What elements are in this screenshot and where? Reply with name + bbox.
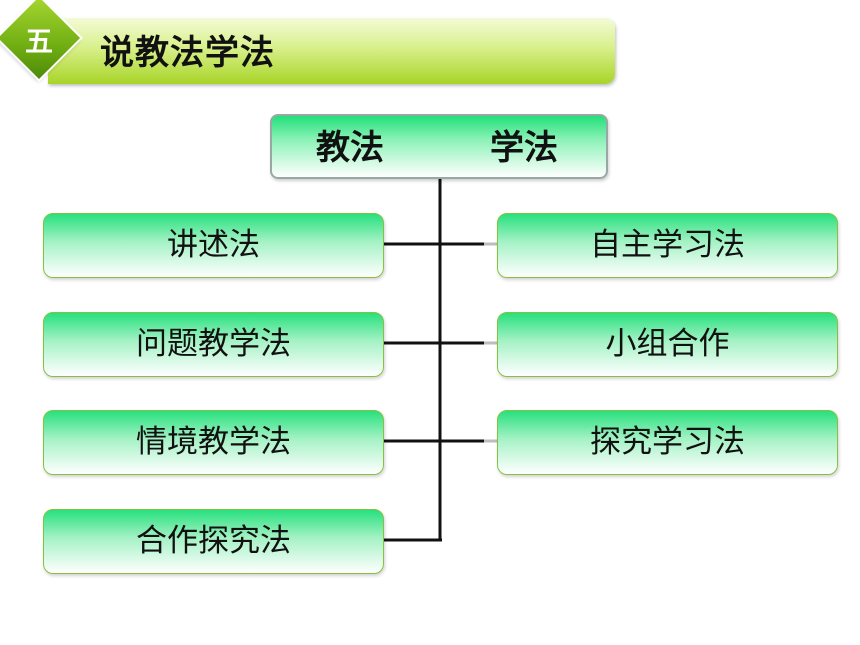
methods-root-node: 教法 学法 <box>270 114 608 179</box>
learning-method-node: 自主学习法 <box>497 213 838 278</box>
teaching-method-node: 合作探究法 <box>43 509 384 574</box>
teaching-methods-heading: 教法 <box>316 128 384 168</box>
page-title: 说教法学法 <box>100 33 275 73</box>
learning-method-node: 探究学习法 <box>497 410 838 475</box>
teaching-method-node: 问题教学法 <box>43 312 384 377</box>
learning-method-node: 小组合作 <box>497 312 838 377</box>
teaching-method-node: 讲述法 <box>43 213 384 278</box>
section-number: 五 <box>24 25 53 58</box>
teaching-method-node: 情境教学法 <box>43 410 384 475</box>
learning-methods-heading: 学法 <box>490 128 558 168</box>
title-banner <box>48 18 615 84</box>
